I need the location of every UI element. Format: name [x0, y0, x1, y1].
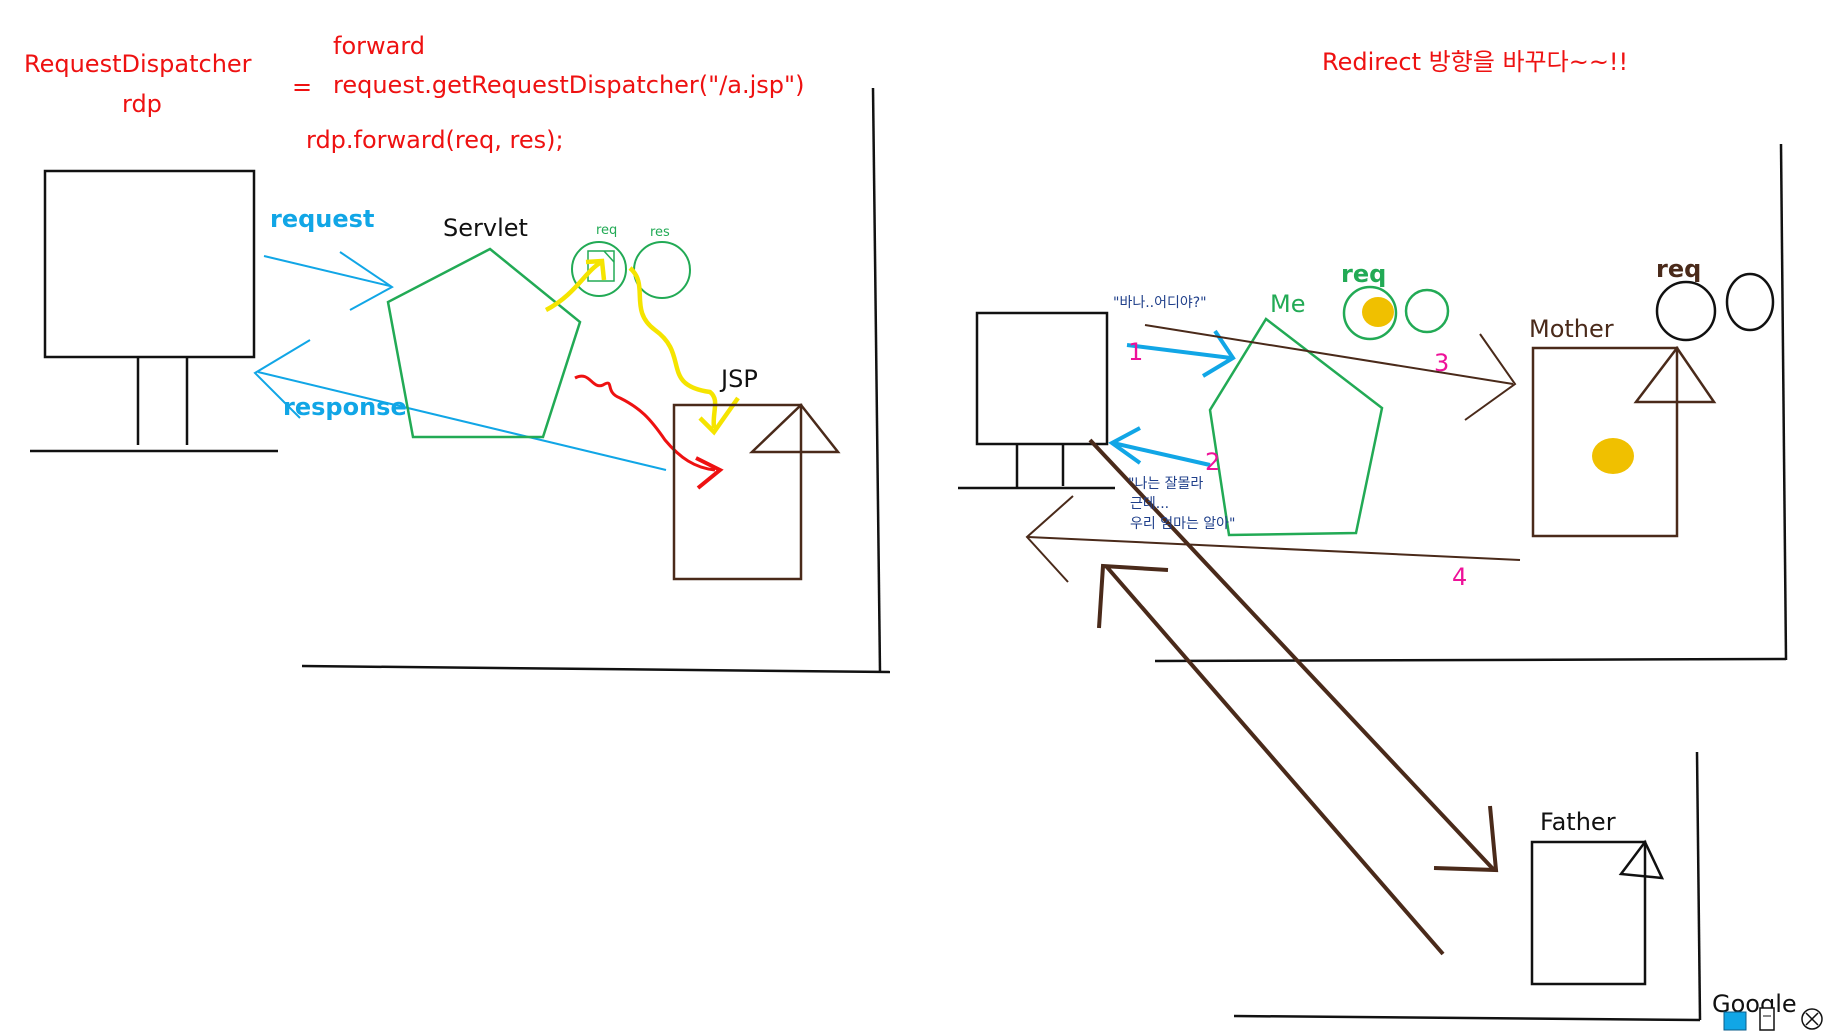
- res-small-label: res: [650, 225, 670, 240]
- request-label: request: [270, 205, 374, 233]
- me-label: Me: [1270, 290, 1305, 318]
- step-2-number: 2: [1205, 448, 1220, 476]
- monitor-screen: [43, 169, 256, 359]
- redirect-title: Redirect 방향을 바꾸다~~!!: [1322, 48, 1628, 76]
- req-circle-left: [571, 241, 627, 297]
- red-squiggle: [574, 374, 724, 490]
- step-2-arrow: [1108, 426, 1211, 467]
- mother-req-label: req: [1656, 255, 1701, 283]
- jsp-label: JSP: [719, 365, 758, 393]
- step-4-arrow: [1025, 495, 1521, 583]
- req-doc-icon: [587, 250, 615, 282]
- to-father-arrow: [1088, 438, 1499, 873]
- quote-bottom-line-2: 근데...: [1130, 496, 1169, 512]
- servlet-pentagon: [386, 247, 582, 439]
- me-req-circle: [1342, 285, 1398, 341]
- forward-call-code: rdp.forward(req, res);: [306, 126, 564, 154]
- get-request-dispatcher-code: request.getRequestDispatcher("/a.jsp"): [333, 71, 804, 99]
- client-computer-right: [958, 311, 1115, 490]
- right-frame-bottom-line: [1154, 657, 1787, 663]
- mother-document: [1531, 346, 1679, 538]
- folder-icon[interactable]: [1723, 1011, 1747, 1031]
- close-icon-x: [1805, 1012, 1819, 1026]
- step-1-arrow: [1126, 329, 1236, 378]
- father-label: Father: [1540, 808, 1616, 836]
- toolbar-icons[interactable]: [1723, 1007, 1823, 1031]
- step-1-number: 1: [1128, 338, 1143, 366]
- father-frame-right-line: [1695, 751, 1702, 1021]
- step-3-number: 3: [1434, 349, 1449, 377]
- me-pentagon: [1208, 317, 1384, 537]
- request-dispatcher-label: RequestDispatcher: [24, 50, 252, 78]
- forward-squiggle: [544, 258, 740, 436]
- step-4-number: 4: [1452, 563, 1467, 591]
- client-computer-left: [30, 169, 278, 453]
- monitor-screen-right: [975, 311, 1109, 446]
- mother-res-circle: [1725, 272, 1775, 332]
- father-triangle: [1618, 839, 1665, 880]
- left-panel: request response Servlet req res: [24, 32, 891, 674]
- from-father-arrow: [1097, 563, 1445, 956]
- right-panel: Redirect 방향을 바꾸다~~!! Me req Mother req F…: [958, 48, 1788, 1022]
- mother-gold-dot: [1592, 438, 1634, 474]
- forward-title: forward: [333, 32, 425, 60]
- mother-triangle: [1633, 345, 1717, 404]
- quote-bottom-line-1: "나는 잘몰라: [1128, 476, 1203, 492]
- request-arrow: [263, 251, 394, 311]
- right-frame-right-line: [1779, 143, 1788, 661]
- step-3-arrow: [1144, 324, 1517, 421]
- mother-req-circle: [1655, 280, 1717, 342]
- father-frame-bottom-line: [1233, 1014, 1701, 1022]
- quote-bottom-line-3: 우리 엄마는 알아": [1130, 516, 1236, 532]
- equals-sign: =: [292, 73, 312, 101]
- me-req-label: req: [1341, 260, 1386, 288]
- me-res-circle: [1404, 288, 1450, 334]
- jsp-triangle: [748, 403, 841, 454]
- servlet-label: Servlet: [443, 214, 528, 242]
- response-arrow: [253, 339, 667, 471]
- left-frame-bottom-line: [301, 664, 891, 674]
- mother-label: Mother: [1529, 315, 1614, 343]
- page-icon[interactable]: [1759, 1007, 1775, 1031]
- req-small-label: req: [596, 223, 617, 238]
- left-frame-right-line: [871, 87, 882, 673]
- quote-top: "바나..어디야?": [1113, 295, 1207, 311]
- jsp-document: [672, 403, 803, 581]
- father-document: [1530, 840, 1647, 986]
- response-label: response: [283, 393, 407, 421]
- rdp-label: rdp: [122, 90, 162, 118]
- me-req-gold-dot: [1362, 297, 1394, 327]
- req-doc-fold: [603, 250, 615, 263]
- res-circle-left: [633, 241, 691, 299]
